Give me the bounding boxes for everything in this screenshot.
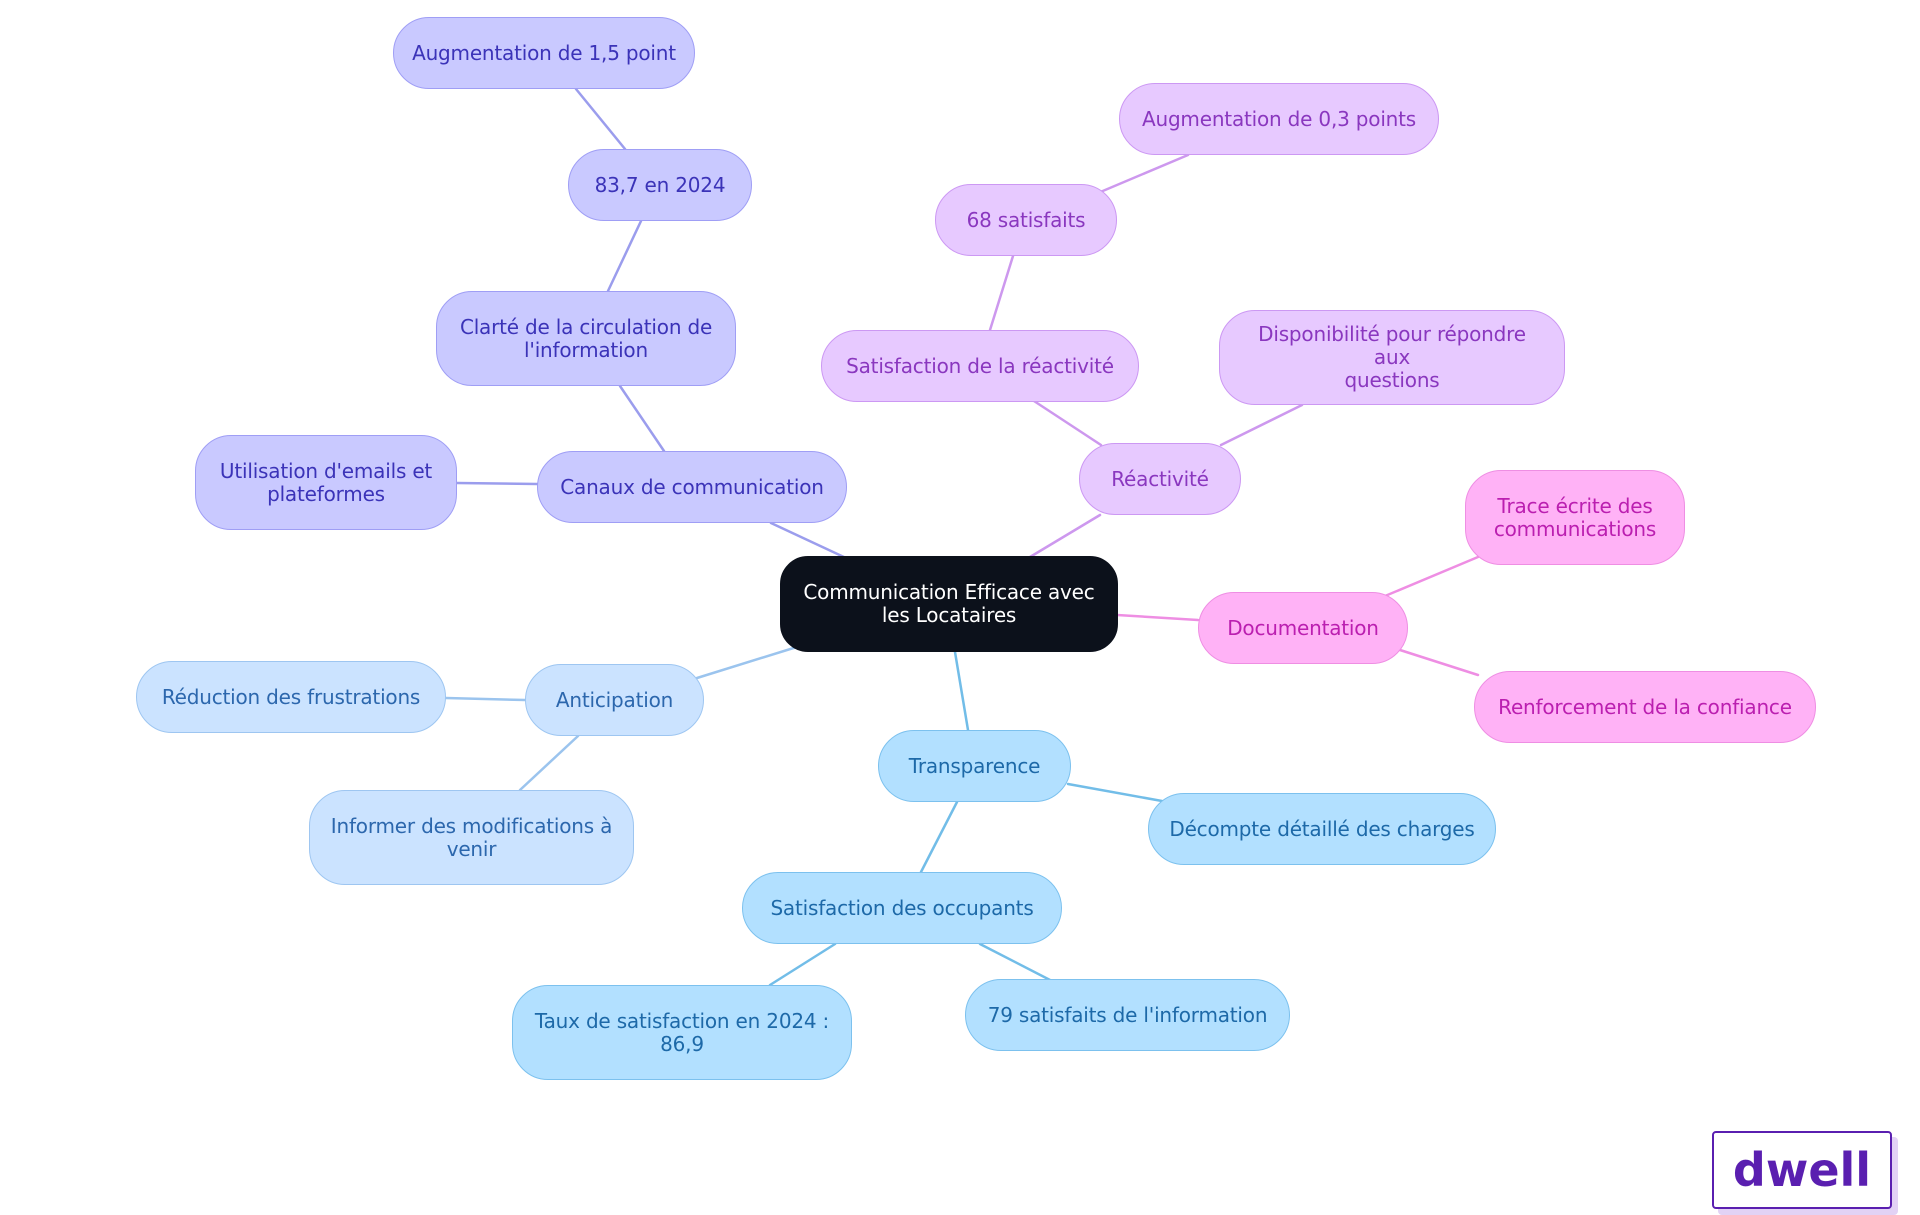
edge-transparence-to-decompte: [1066, 782, 1164, 803]
node-taux-satisfaction-2024[interactable]: Taux de satisfaction en 2024 : 86,9: [512, 985, 852, 1080]
node-83-7-en-2024[interactable]: 83,7 en 2024: [568, 149, 752, 221]
edge-documentation-to-trace: [1383, 555, 1480, 598]
edge-anticipation-to-informer: [518, 734, 580, 792]
edge-83-to-augmentation: [574, 87, 627, 151]
node-informer-modifications[interactable]: Informer des modifications à venir: [309, 790, 634, 885]
edge-reactivite-to-root: [1028, 513, 1102, 559]
node-documentation[interactable]: Documentation: [1198, 592, 1408, 664]
edge-anticipation-to-root: [695, 644, 802, 680]
node-canaux-de-communication[interactable]: Canaux de communication: [537, 451, 847, 523]
edge-satisf-to-68: [988, 254, 1015, 332]
edge-transparence-to-root: [953, 650, 970, 732]
edge-canaux-to-utilisation: [455, 481, 539, 486]
node-satisfaction-occupants[interactable]: Satisfaction des occupants: [742, 872, 1062, 944]
node-augmentation-0-3-points[interactable]: Augmentation de 0,3 points: [1119, 83, 1439, 155]
edge-anticipation-to-reduction: [444, 696, 527, 702]
node-disponibilite[interactable]: Disponibilité pour répondre aux question…: [1219, 310, 1565, 405]
node-utilisation-emails[interactable]: Utilisation d'emails et plateformes: [195, 435, 457, 530]
node-reduction-frustrations[interactable]: Réduction des frustrations: [136, 661, 446, 733]
edge-canaux-to-clarte: [618, 384, 666, 453]
edge-68-to-augmentation: [1096, 153, 1190, 195]
node-79-satisfaits[interactable]: 79 satisfaits de l'information: [965, 979, 1290, 1051]
node-clarte-circulation[interactable]: Clarté de la circulation de l'informatio…: [436, 291, 736, 386]
node-root[interactable]: Communication Efficace avec les Locatair…: [780, 556, 1118, 652]
node-augmentation-1-5-point[interactable]: Augmentation de 1,5 point: [393, 17, 695, 89]
node-anticipation[interactable]: Anticipation: [525, 664, 704, 736]
edge-documentation-to-root: [1115, 613, 1200, 622]
node-trace-ecrite[interactable]: Trace écrite des communications: [1465, 470, 1685, 565]
node-renforcement-confiance[interactable]: Renforcement de la confiance: [1474, 671, 1816, 743]
edge-transparence-to-satisf: [919, 800, 959, 874]
edge-reactivite-to-satisf: [1032, 399, 1103, 447]
node-transparence[interactable]: Transparence: [878, 730, 1071, 802]
dwell-logo: dwell: [1712, 1131, 1892, 1209]
node-satisfaction-reactivite[interactable]: Satisfaction de la réactivité: [821, 330, 1139, 402]
node-reactivite[interactable]: Réactivité: [1079, 443, 1241, 515]
edge-clarte-to-83: [606, 219, 643, 293]
edge-canaux-to-root: [769, 521, 848, 560]
edge-satisf-to-79: [978, 942, 1052, 982]
edge-documentation-to-renf: [1398, 648, 1480, 677]
node-decompte-charges[interactable]: Décompte détaillé des charges: [1148, 793, 1496, 865]
node-68-satisfaits[interactable]: 68 satisfaits: [935, 184, 1117, 256]
edge-satisf-to-taux: [768, 942, 837, 987]
edge-reactivite-to-dispo: [1219, 403, 1304, 447]
